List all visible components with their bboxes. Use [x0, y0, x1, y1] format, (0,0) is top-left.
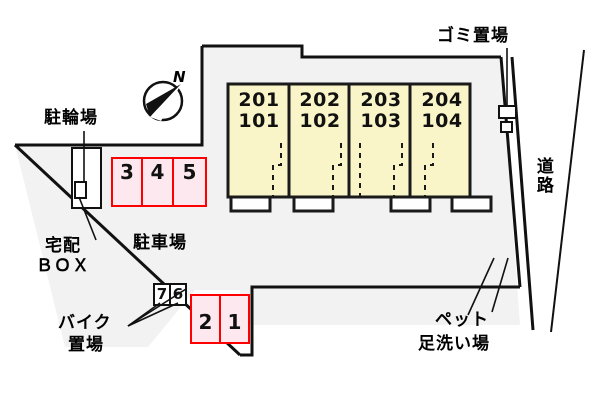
trash-area-box-large: [498, 105, 517, 119]
leader-line-delivery-box: [78, 196, 97, 241]
label-bicycle-parking: 駐輪場: [44, 108, 98, 128]
label-pet-wash-line1: ペット: [435, 310, 489, 330]
leader-line-bike-area-3: [127, 288, 187, 327]
unit-stair-dashed-1: [272, 143, 282, 197]
label-delivery-box-line1: 宅配: [45, 236, 81, 256]
unit-entrance-box-1: [229, 195, 272, 213]
trash-area-box-small: [500, 121, 513, 133]
parking-stall-label-2: 2: [198, 310, 213, 334]
parking-stall-label-3: 3: [120, 160, 134, 184]
compass-north-label: N: [173, 68, 186, 86]
unit-label-201-101: 201 101: [233, 89, 285, 133]
compass-needle-dark: [146, 84, 181, 117]
boundary-bottom-right: [240, 285, 520, 357]
unit-label-204-104: 204 104: [416, 89, 468, 133]
unit-stair-dashed-2: [332, 143, 342, 197]
parking-stall-label-1: 1: [227, 310, 242, 334]
unit-entrance-box-2: [292, 195, 335, 213]
unit-lower-number: 103: [360, 110, 402, 133]
parking-stall-5: [172, 157, 207, 207]
unit-lower-number: 102: [299, 110, 341, 133]
boundary-right-site: [499, 56, 522, 288]
label-road: 道路: [532, 157, 553, 195]
unit-label-202-102: 202 102: [294, 89, 346, 133]
label-car-parking: 駐車場: [133, 233, 187, 253]
label-trash-area: ゴミ置場: [437, 26, 509, 46]
road-edge-outer: [550, 49, 585, 333]
label-bike-area-line2: 置場: [68, 335, 104, 355]
bike-stall-label-7: 7: [156, 285, 168, 303]
unit-upper-number: 202: [299, 89, 341, 111]
unit-stair-dashed-4: [424, 143, 434, 197]
unit-upper-number: 204: [421, 89, 463, 111]
parking-stall-label-5: 5: [182, 160, 197, 184]
unit-entrance-box-4: [450, 195, 493, 213]
unit-upper-number: 201: [238, 89, 280, 111]
label-pet-wash-line2: 足洗い場: [418, 334, 490, 354]
leader-line-pet-wash-2: [491, 257, 509, 313]
boundary-left-upper: [15, 46, 204, 147]
unit-stair-dashed-3: [393, 143, 403, 197]
unit-lower-number: 101: [238, 110, 280, 133]
leader-line-bike-area-2: [127, 302, 179, 327]
label-bike-area-line1: バイク: [58, 313, 112, 333]
bike-stall-label-6: 6: [172, 285, 184, 303]
parking-stall-label-4: 4: [150, 160, 165, 184]
parking-stall-1: [219, 294, 250, 344]
parking-stall-3: [111, 157, 143, 207]
leader-line-pet-wash-1: [467, 257, 495, 316]
road-edge-inner: [510, 56, 535, 331]
unit-upper-number: 203: [360, 89, 402, 111]
boundary-top-left: [202, 44, 501, 59]
unit-entrance-box-3: [389, 195, 432, 213]
label-delivery-box-line2: ＢＯＸ: [36, 256, 90, 276]
unit-lower-number: 104: [421, 110, 463, 133]
delivery-box-icon: [74, 181, 87, 199]
compass-needle-light: [150, 84, 181, 121]
unit-label-203-103: 203 103: [355, 89, 407, 133]
